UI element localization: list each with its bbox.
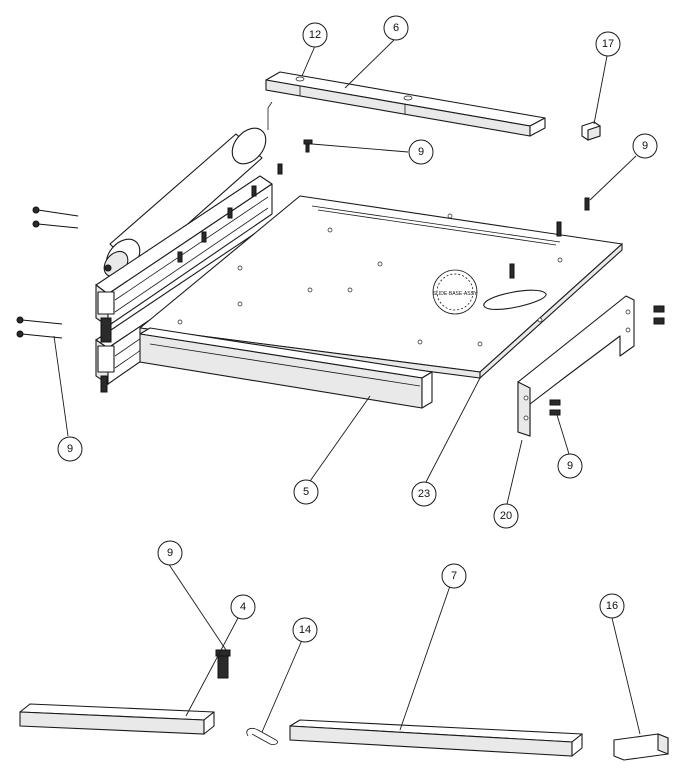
callout-6: 6 [383, 15, 409, 41]
part-12-insert [295, 76, 305, 82]
part-7-long-bar [289, 719, 583, 757]
callout-7: 7 [441, 563, 467, 589]
callout-12-label: 12 [309, 29, 321, 41]
callout-4-label: 4 [240, 601, 246, 613]
callout-9-bracket: 9 [557, 453, 583, 479]
part-14-clip [246, 728, 278, 745]
callout-17: 17 [595, 31, 621, 57]
part-5-front-rail [139, 327, 433, 409]
part-6-top-rail [265, 71, 546, 137]
callout-9-top-label: 9 [418, 146, 424, 158]
callout-9-left: 9 [57, 436, 83, 462]
callout-5: 5 [293, 479, 319, 505]
part-16-end-block [613, 733, 669, 761]
part-17-cap [581, 121, 601, 141]
callout-14: 14 [292, 617, 318, 643]
callout-9-top: 9 [408, 139, 434, 165]
callout-9-bracket-label: 9 [567, 460, 573, 472]
callout-9-right-label: 9 [642, 140, 648, 152]
fasteners-part-9 [16, 139, 665, 679]
callout-23: 23 [411, 481, 437, 507]
callout-14-label: 14 [299, 624, 311, 636]
callout-12: 12 [302, 22, 328, 48]
callout-5-label: 5 [303, 486, 309, 498]
callout-20-label: 20 [500, 510, 512, 522]
callout-16: 16 [599, 593, 625, 619]
callout-9-left-label: 9 [67, 443, 73, 455]
callout-6-label: 6 [393, 22, 399, 34]
callout-4: 4 [230, 594, 256, 620]
part-20-side-bracket [517, 295, 635, 437]
callout-20: 20 [493, 503, 519, 529]
callout-9-bottom-label: 9 [167, 547, 173, 559]
part-4-bottom-rail [19, 703, 215, 735]
callout-17-label: 17 [602, 38, 614, 50]
callout-23-label: 23 [418, 488, 430, 500]
callout-9-right: 9 [632, 133, 658, 159]
callout-9-bottom: 9 [157, 540, 183, 566]
plate-dial-text: SLIDE·BASE·ASSY [433, 291, 478, 297]
leader-lines [53, 39, 641, 735]
callout-7-label: 7 [451, 570, 457, 582]
callout-16-label: 16 [606, 600, 618, 612]
